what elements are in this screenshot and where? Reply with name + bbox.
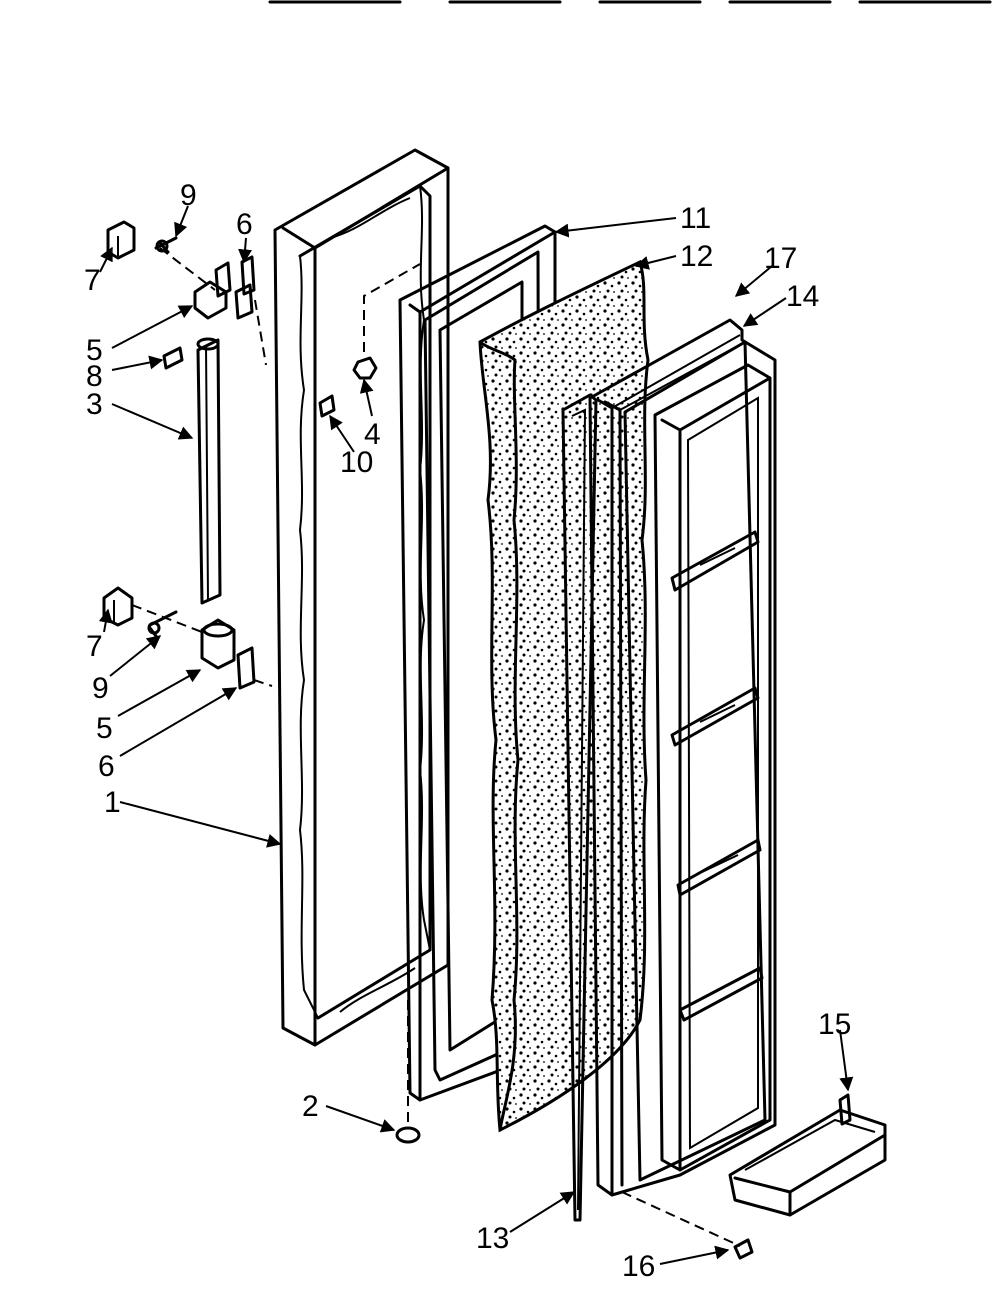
inner-door-liner [588,318,777,1197]
label-14: 15 [818,1008,851,1041]
label-5-lower: 5 [96,712,113,745]
callout-labels: 9 7 6 5 8 3 4 10 11 12 17 14 7 9 5 6 1 2… [84,179,851,1283]
label-4: 4 [364,418,381,451]
label-10: 11 [680,202,711,235]
label-3: 3 [86,388,103,421]
label-8: 8 [86,360,103,393]
label-6-lower: 6 [98,750,115,783]
label-7-upper: 7 [84,264,101,297]
small-parts [318,263,754,1260]
label-11: 12 [680,240,713,273]
label-17: 13 [476,1222,509,1255]
lower-hinge-assembly [102,586,273,690]
door-bin [728,1093,887,1217]
label-16: 17 [764,242,797,275]
label-9-upper: 9 [180,179,197,212]
outer-door-panel [273,148,450,1047]
label-9-lower: 9 [92,672,109,705]
foam-insulation [478,259,650,1133]
label-13: 14 [786,280,819,313]
label-1: 1 [104,786,121,819]
label-5-upper: 5 [86,334,103,367]
leader-lines [98,205,854,1265]
label-12: 10 [340,446,373,479]
upper-hinge-assembly [106,220,267,370]
label-2: 2 [302,1090,319,1123]
label-15: 16 [622,1250,655,1283]
hinge-rod [196,337,222,605]
label-7-lower: 7 [86,630,103,663]
label-6-upper: 6 [236,208,253,241]
trim-strip [561,393,598,1222]
